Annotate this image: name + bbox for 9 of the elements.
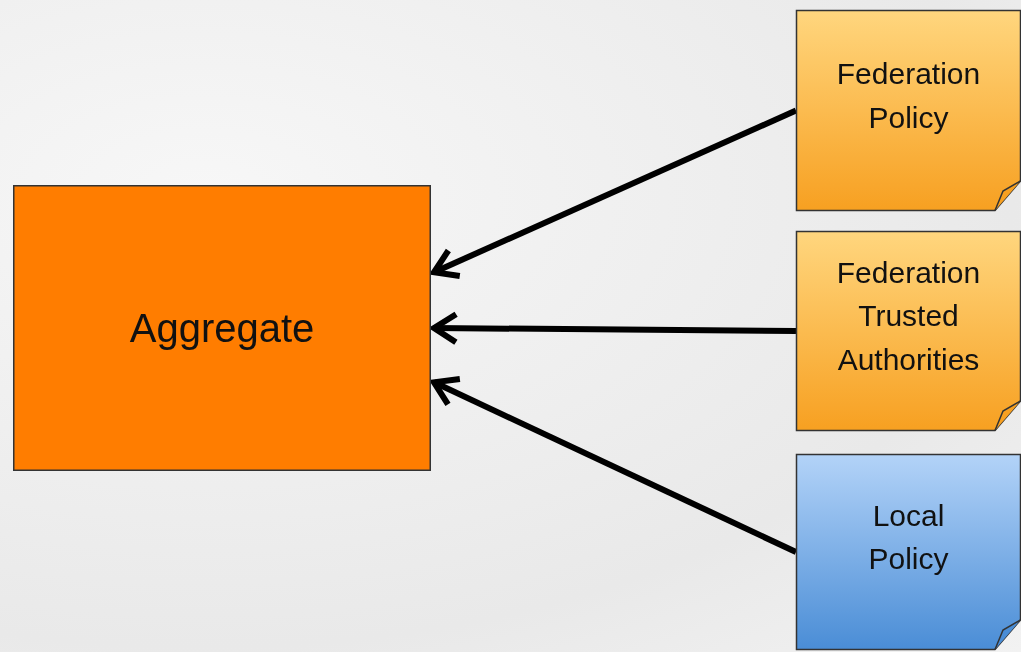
- node-label: Local Policy: [867, 497, 950, 577]
- node-label: Federation Trusted Authorities: [835, 254, 982, 378]
- arrow: [431, 311, 797, 346]
- sticky-note: [796, 10, 1021, 211]
- process-box: [13, 185, 431, 471]
- sticky-note: [796, 454, 1021, 650]
- node-label: Aggregate: [129, 305, 315, 352]
- node-label: Federation Policy: [835, 56, 982, 136]
- sticky-note: [796, 231, 1021, 431]
